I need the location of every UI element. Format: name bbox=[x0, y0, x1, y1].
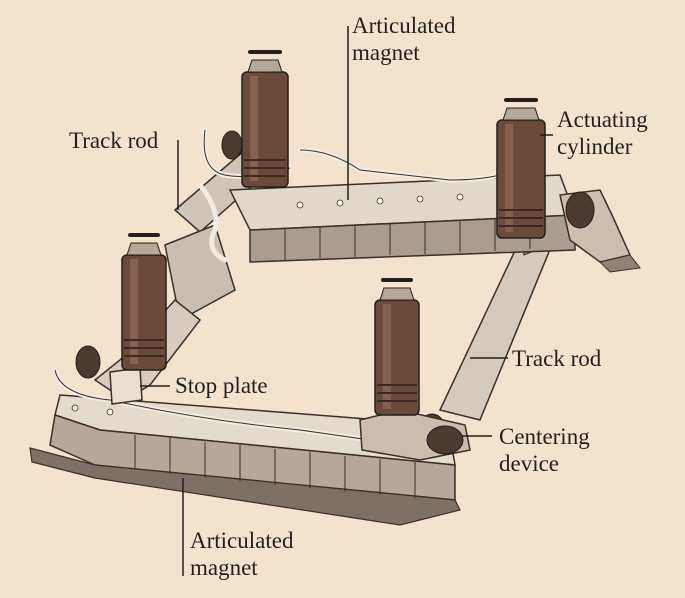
leader-lines bbox=[140, 26, 553, 576]
label-line: magnet bbox=[352, 40, 420, 65]
label-track-rod-right: Track rod bbox=[512, 345, 601, 372]
label-centering-device: Centering device bbox=[499, 423, 590, 477]
label-line: Track rod bbox=[512, 346, 602, 371]
label-line: Centering bbox=[499, 424, 590, 449]
actuating-cylinder-front-left bbox=[121, 233, 167, 371]
label-line: Stop plate bbox=[175, 373, 268, 398]
label-track-rod-left: Track rod bbox=[69, 127, 158, 154]
actuating-cylinder-rear-left bbox=[241, 50, 289, 188]
label-line: device bbox=[499, 451, 560, 476]
label-line: Track rod bbox=[69, 128, 159, 153]
label-stop-plate: Stop plate bbox=[175, 372, 268, 399]
track-rod-left-lower bbox=[164, 224, 236, 322]
articulated-magnet-rear bbox=[228, 174, 577, 263]
centering-device bbox=[359, 409, 471, 461]
label-line: magnet bbox=[190, 555, 258, 580]
label-line: Actuating bbox=[557, 107, 648, 132]
label-line: Articulated bbox=[190, 528, 294, 553]
label-line: Articulated bbox=[352, 13, 456, 38]
actuating-cylinder-front-right bbox=[374, 278, 420, 416]
articulated-magnet-front bbox=[29, 394, 461, 526]
label-actuating-cylinder: Actuating cylinder bbox=[557, 106, 648, 160]
label-articulated-magnet-bottom: Articulated magnet bbox=[190, 527, 293, 581]
label-articulated-magnet-top: Articulated magnet bbox=[352, 12, 455, 66]
actuating-cylinder-rear-right bbox=[496, 98, 546, 239]
stop-plate bbox=[109, 367, 143, 405]
label-line: cylinder bbox=[557, 134, 633, 159]
